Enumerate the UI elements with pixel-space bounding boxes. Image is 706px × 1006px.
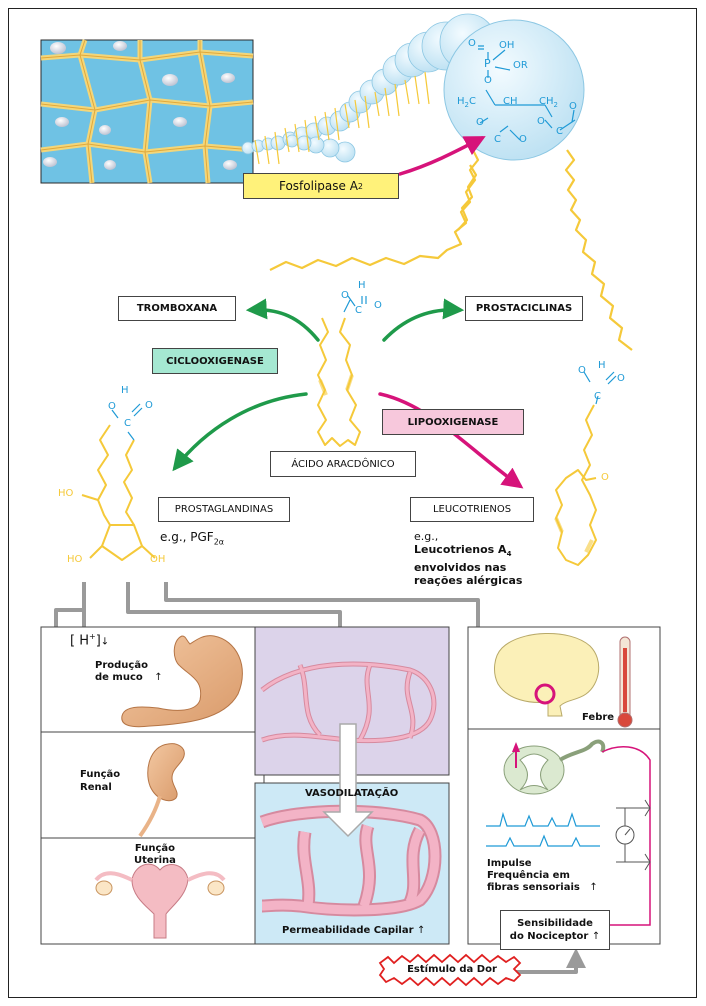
thromboxane-box: TROMBOXANA: [118, 296, 236, 321]
arrow-to-prostaglandins: [172, 392, 308, 472]
vasodilation-label: VASODILATAÇÃO: [305, 788, 399, 799]
ester-o1: O: [476, 117, 484, 128]
phospholipid-spheres: [241, 13, 585, 165]
prostaglandin-structure: [81, 424, 156, 561]
phosphate-o2: O: [484, 75, 492, 86]
pg-ho1: HO: [58, 488, 74, 499]
pg-o2: O: [145, 400, 153, 411]
phospholipase-label: Fosfolipase A: [278, 179, 358, 193]
cell-membrane-illustration: [40, 39, 254, 184]
leukotriene-carboxyl: [583, 371, 617, 405]
phosphate-oh: OH: [499, 40, 515, 51]
phosphate-or: OR: [513, 60, 528, 71]
prostaglandin-carboxyl: [111, 403, 143, 441]
lipoxygenase-box: LIPOOXIGENASE: [382, 409, 524, 435]
brain-illustration: [494, 632, 600, 717]
phospholipase-sub: 2: [357, 181, 364, 191]
aa-o2: O: [374, 300, 382, 311]
uterus-illustration: [94, 863, 226, 939]
aa-o: O: [341, 290, 349, 301]
prostaglandins-box: PROSTAGLANDINAS: [158, 497, 290, 522]
pg-h: H: [121, 385, 129, 396]
arachidonic-acid-structure: [317, 317, 361, 447]
nociceptor-box: Sensibilidade do Nociceptor ↑: [500, 910, 610, 950]
uterine-label: Função Uterina: [134, 843, 176, 866]
glycerol-h2c: H2C: [457, 96, 476, 109]
pg-example: e.g., PGF2α: [160, 530, 225, 547]
cyclooxygenase-label: CICLOOXIGENASE: [166, 355, 264, 367]
pg-c: C: [124, 418, 131, 429]
ester-o4: O: [569, 101, 577, 112]
nociceptor-label-1: Sensibilidade: [517, 918, 593, 929]
lt-o: O: [578, 365, 586, 376]
pain-stimulus-label: Estímulo da Dor: [407, 964, 497, 975]
capillaries-normal-inner: [261, 662, 436, 743]
renal-label: Função Renal: [80, 769, 121, 793]
arrow-to-thromboxane: [245, 298, 320, 342]
arrow-to-prostacyclins: [382, 298, 465, 342]
leukotrienes-label: LEUCOTRIENOS: [432, 504, 512, 515]
spinal-cord-illustration: [503, 739, 651, 926]
h-plus-label: [ H+]↓: [70, 632, 110, 649]
glycerol-ch: CH: [503, 96, 518, 107]
figure-frame: [8, 8, 697, 998]
impulse-label: Impulse Frequência em fibras sensoriais …: [487, 858, 598, 893]
leukotriene-structure: [554, 404, 597, 566]
dilation-arrow: [322, 723, 374, 838]
ester-o2: O: [519, 134, 527, 145]
phosphate-p: P: [484, 57, 491, 70]
pg-ho2: HO: [67, 554, 83, 565]
lipid-fan: [254, 71, 430, 165]
stomach-illustration: [121, 635, 243, 728]
lt-example: e.g., Leucotrienos A4 envolvidos nas rea…: [414, 530, 523, 588]
phospholipid-formula: [478, 45, 576, 141]
glycerol-ch2: CH2: [539, 96, 558, 109]
prostaglandins-label: PROSTAGLANDINAS: [174, 504, 274, 515]
capillary-label: Permeabilidade Capilar ↑: [282, 925, 426, 936]
aa-h: H: [358, 280, 366, 291]
lt-o3: O: [601, 472, 609, 483]
fever-label: Febre: [582, 712, 615, 723]
ester-o3: O: [537, 116, 545, 127]
aa-c: C: [355, 305, 362, 316]
lt-c: C: [594, 391, 601, 402]
kidney-illustration: [138, 743, 185, 838]
pg-o: O: [108, 401, 116, 412]
lt-h: H: [598, 360, 606, 371]
meter-icon: [615, 799, 651, 871]
arachidonic-acid-box: ÁCIDO ARACDÔNICO: [270, 451, 416, 477]
arachidonic-carboxyl: [343, 295, 367, 313]
lipoxygenase-label: LIPOOXIGENASE: [407, 416, 499, 428]
thromboxane-label: TROMBOXANA: [136, 303, 218, 314]
prostacyclins-label: PROSTACICLINAS: [475, 303, 573, 314]
ester-c2: C: [556, 126, 563, 137]
impulse-traces: [486, 811, 600, 847]
phosphate-o1: O: [468, 38, 476, 49]
lt-o2: O: [617, 373, 625, 384]
mucus-label: Produção de muco ↑: [95, 660, 163, 683]
phospholipase-arrow: [398, 136, 486, 176]
pain-stimulus-burst: [378, 953, 522, 987]
cyclooxygenase-box: CICLOOXIGENASE: [152, 348, 278, 374]
prostacyclins-box: PROSTACICLINAS: [465, 296, 583, 321]
ester-c1: C: [494, 134, 501, 145]
fatty-acid-tails: [269, 149, 633, 351]
arachidonic-acid-label: ÁCIDO ARACDÔNICO: [291, 458, 395, 470]
thermometer-icon: [617, 636, 633, 728]
nociceptor-label-2: do Nociceptor ↑: [509, 931, 601, 942]
leukotrienes-box: LEUCOTRIENOS: [410, 497, 534, 522]
pg-oh: OH: [150, 554, 166, 565]
